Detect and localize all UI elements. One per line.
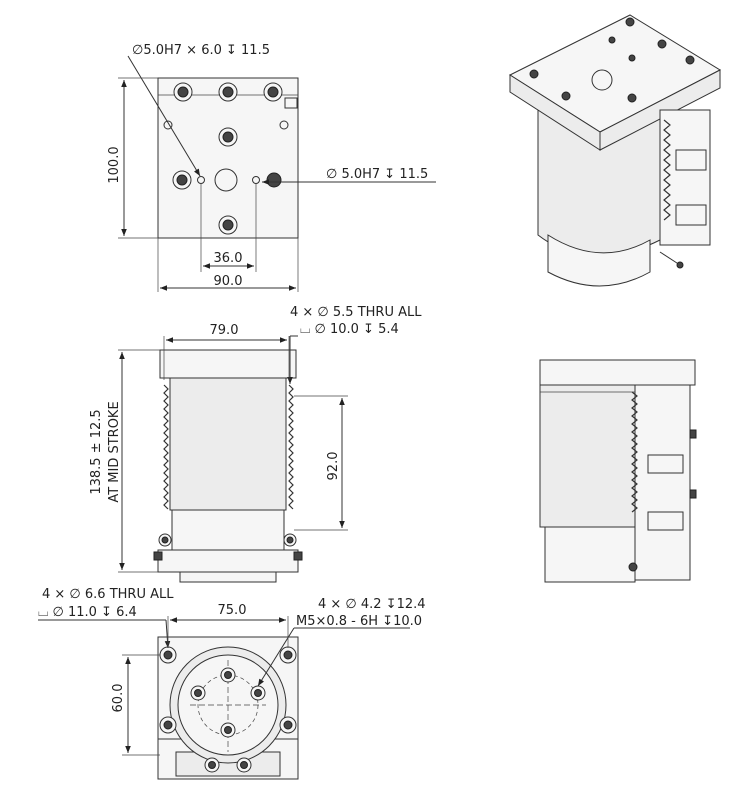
- front-inner-dim: 92.0: [326, 452, 341, 481]
- side-hole-label: ∅ 5.0H7 ↧ 11.5: [326, 167, 428, 182]
- front-thru-label: 4 × ∅ 5.5 THRU ALL: [290, 305, 422, 320]
- front-height-dim-line2: AT MID STROKE: [107, 401, 122, 502]
- bottom-view: 4 × ∅ 6.6 THRU ALL ⌴ ∅ 11.0 ↧ 6.4 4 × ∅ …: [38, 587, 426, 780]
- front-height-dim-line1: 138.5 ± 12.5: [89, 409, 104, 494]
- bottom-thru-label: 4 × ∅ 6.6 THRU ALL: [42, 587, 174, 602]
- front-top-plate: [159, 349, 297, 379]
- top-hole-label: ∅5.0H7 × 6.0 ↧ 11.5: [132, 43, 270, 58]
- bottom-cbore-label: ⌴ ∅ 11.0 ↧ 6.4: [38, 605, 137, 620]
- front-cbore-label: ⌴ ∅ 10.0 ↧ 5.4: [300, 322, 399, 337]
- front-spring-right: [288, 384, 294, 510]
- top-height-dim: 100.0: [107, 146, 122, 183]
- top-width-dim: 90.0: [214, 274, 243, 289]
- top-pitch-dim: 36.0: [214, 251, 243, 266]
- side-spring: [631, 391, 638, 513]
- bottom-thread-label: M5×0.8 - 6H ↧10.0: [296, 614, 422, 629]
- front-body: [169, 377, 287, 511]
- top-plate: [157, 77, 299, 239]
- front-width-dim: 79.0: [210, 323, 239, 338]
- bottom-height-dim: 60.0: [111, 684, 126, 713]
- side-view: [539, 359, 697, 583]
- iso-spring: [663, 119, 671, 221]
- side-top-plate: [539, 359, 696, 386]
- isometric-view: [508, 14, 722, 287]
- front-spring-left: [163, 384, 169, 510]
- side-body: [539, 384, 636, 528]
- bottom-width-dim: 75.0: [218, 603, 247, 618]
- bottom-hole-label: 4 × ∅ 4.2 ↧12.4: [318, 597, 426, 612]
- front-view: 4 × ∅ 5.5 THRU ALL ⌴ ∅ 10.0 ↧ 5.4 79.0 1…: [89, 305, 422, 583]
- top-view: ∅5.0H7 × 6.0 ↧ 11.5 ∅ 5.0H7 ↧ 11.5 100.0…: [107, 43, 436, 292]
- front-base: [157, 549, 299, 573]
- front-lower-body: [171, 509, 285, 551]
- top-holes: [163, 82, 298, 235]
